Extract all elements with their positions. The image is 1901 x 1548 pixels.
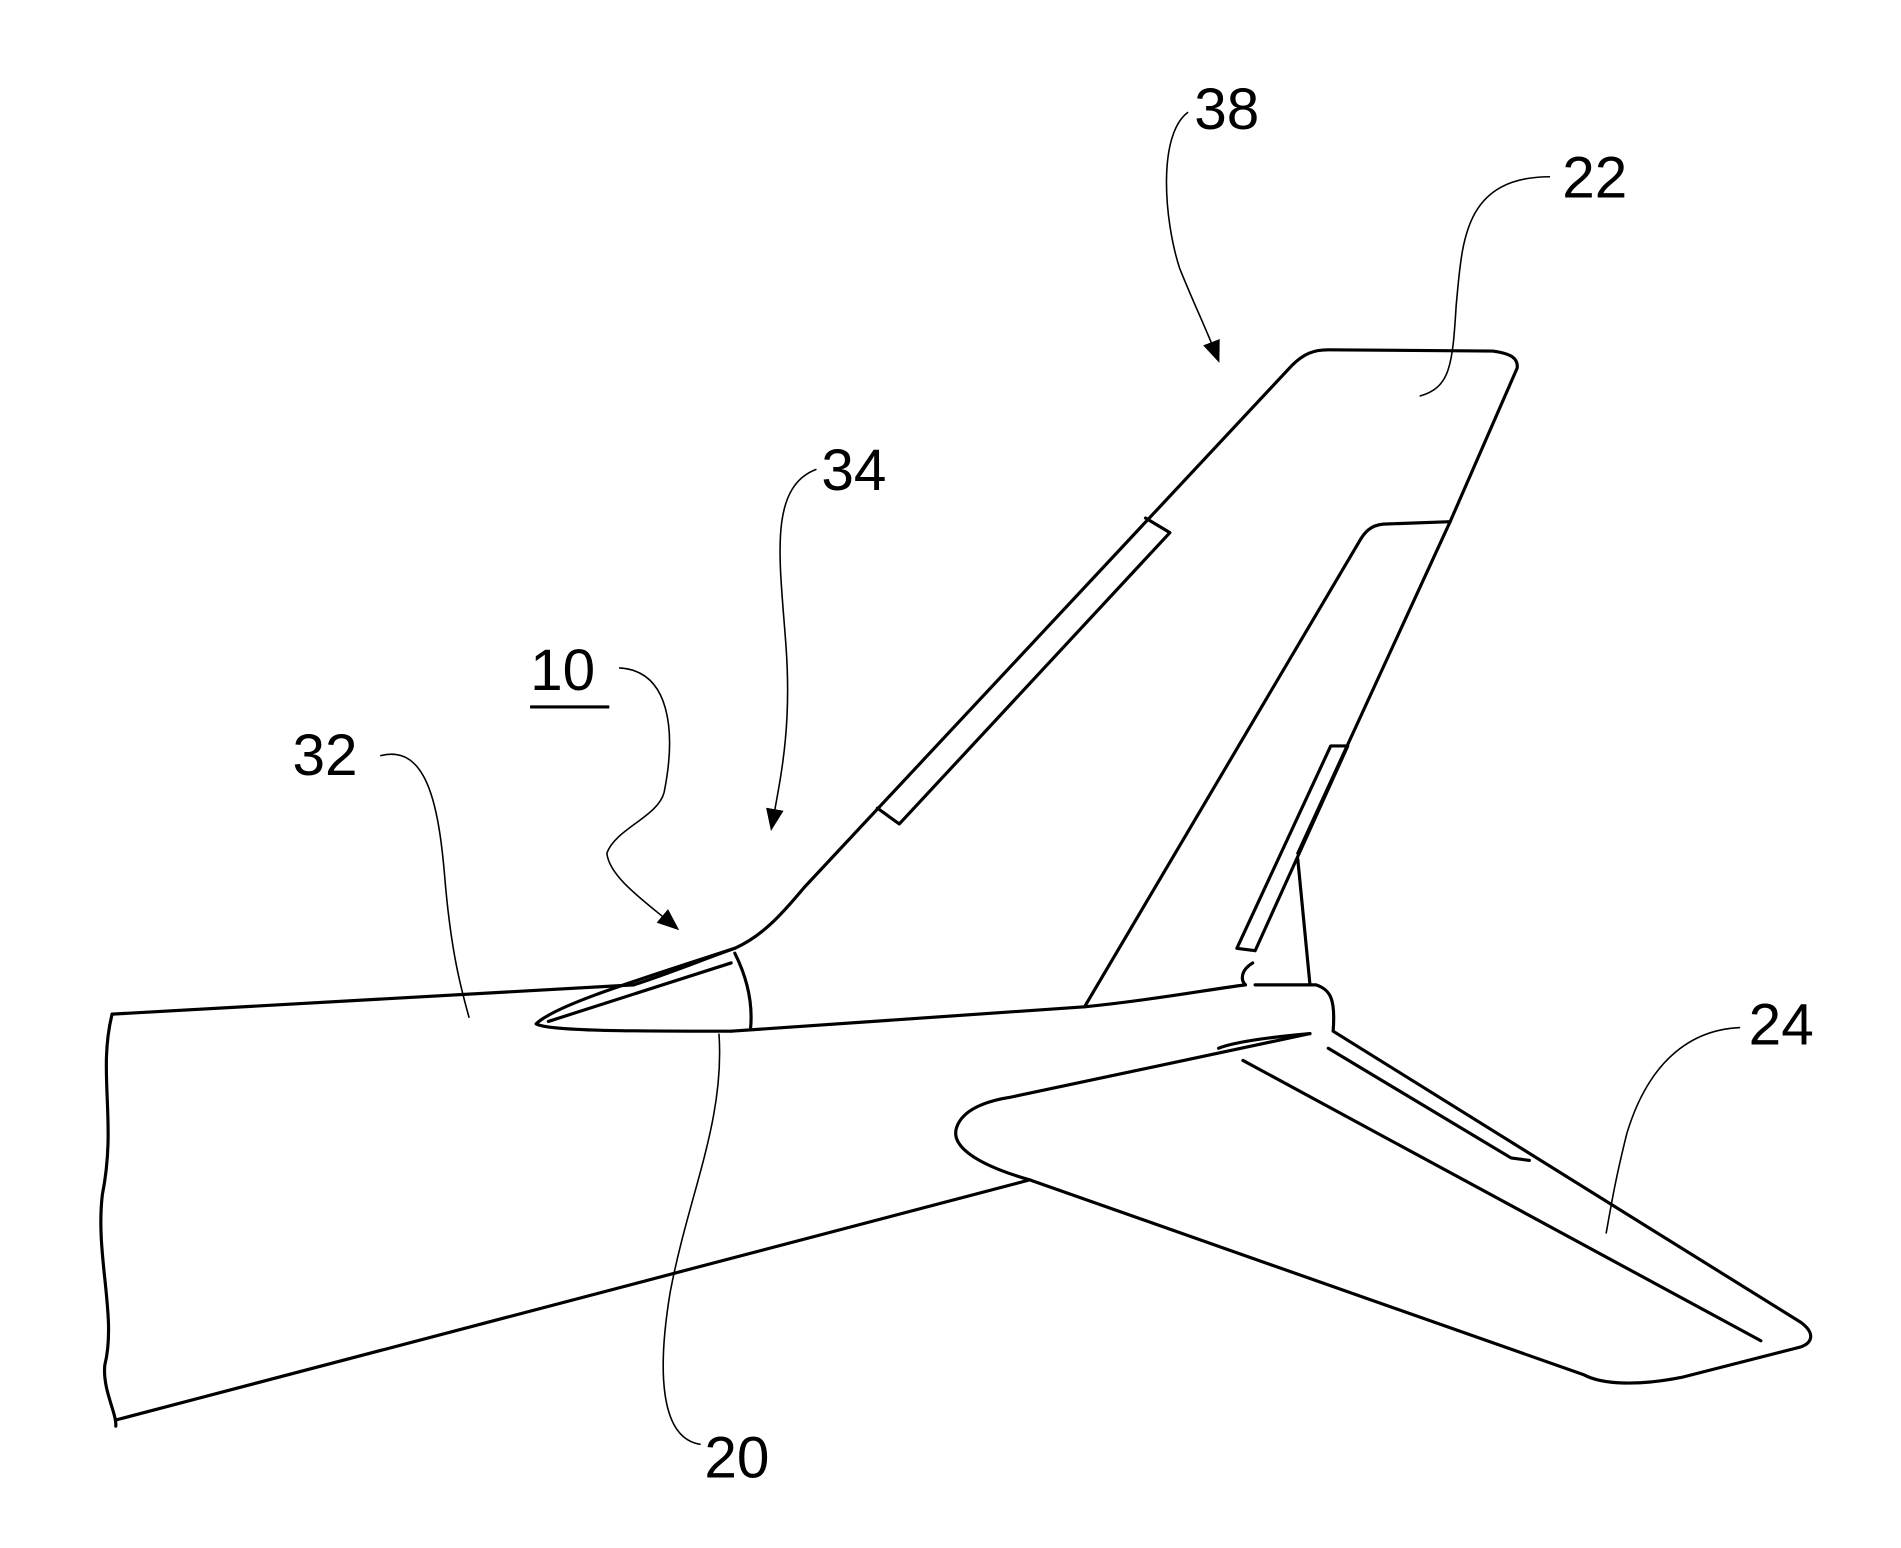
fuselage: [99, 983, 1247, 1428]
leader-22: 22: [1419, 145, 1627, 397]
horizontal-stabilizer: [954, 983, 1813, 1385]
leader-10: 10: [530, 638, 680, 931]
leader-32: 32: [292, 723, 470, 1018]
label-10: 10: [530, 638, 595, 703]
label-24: 24: [1749, 993, 1814, 1058]
leader-38: 38: [1165, 77, 1259, 363]
label-20: 20: [704, 1425, 769, 1490]
label-38: 38: [1194, 77, 1259, 142]
leader-24: 24: [1605, 993, 1814, 1234]
dorsal-fin: [534, 946, 753, 1033]
label-22: 22: [1562, 145, 1627, 210]
leader-20: 20: [662, 1033, 769, 1490]
label-34: 34: [821, 438, 886, 503]
label-32: 32: [292, 723, 357, 788]
rudder: [1082, 520, 1452, 1009]
leader-34: 34: [766, 438, 886, 832]
